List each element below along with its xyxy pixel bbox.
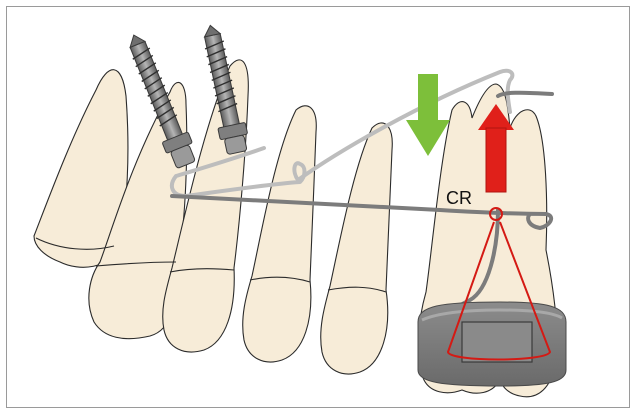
intrusive-force-arrow [406,74,450,156]
tooth-4 [243,106,317,362]
molar-band [418,302,566,386]
band-bracket [462,322,532,362]
tooth-5 [321,123,393,374]
wire-dark-top [498,93,552,96]
cr-label: CR [446,188,472,208]
